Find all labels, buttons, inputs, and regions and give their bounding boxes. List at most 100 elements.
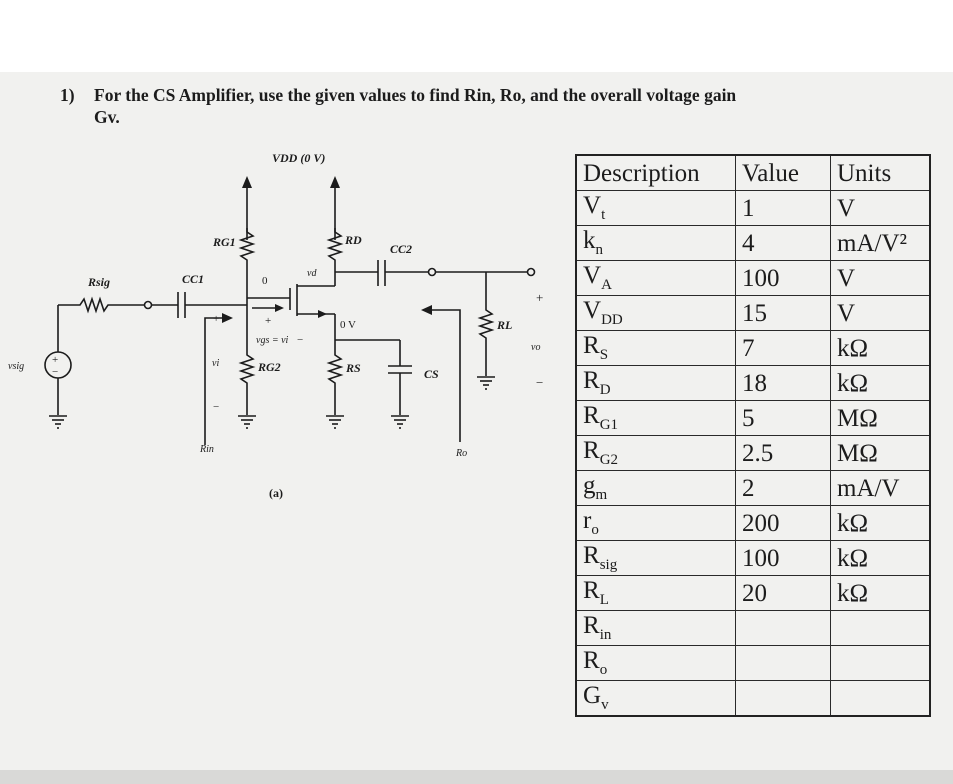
param-description: RD [575,365,736,401]
param-unit: kΩ [830,540,931,576]
param-value [735,610,831,646]
vdd-label: VDD (0 V) [272,151,325,165]
ro-arrow [421,305,461,442]
param-unit: V [830,295,931,331]
param-symbol: R [583,647,600,674]
param-subscript: o [599,662,608,678]
question-line-2: Gv. [94,107,120,127]
param-symbol: R [583,577,600,604]
vo-label: vo [531,342,540,353]
param-unit: V [830,190,931,226]
param-symbol: r [583,507,592,534]
rg1-resistor [238,228,256,298]
vsig-minus: − [52,366,58,378]
vo-plus: + [536,290,543,305]
vi-minus: − [213,401,219,413]
zero-label: 0 [262,275,268,287]
param-description: VA [575,260,736,296]
vsig-source [44,305,72,429]
figure-caption: (a) [269,486,283,500]
bottom-margin-band [0,770,953,784]
param-value: 1 [735,190,831,226]
rs-resistor [326,340,344,415]
param-symbol: R [583,437,600,464]
param-value [735,645,831,681]
ground-symbol-rg2 [238,415,256,429]
param-subscript: DD [601,312,623,328]
rd-label: RD [344,233,362,247]
param-unit [830,610,931,646]
vo-minus: − [536,375,543,390]
param-subscript: A [601,277,612,293]
param-unit: mA/V [830,470,931,506]
cc2-capacitor [335,260,536,286]
param-unit: kΩ [830,365,931,401]
param-subscript: D [599,382,611,398]
table-header-row: Description Value Units [575,154,931,191]
param-description: Rin [575,610,736,646]
cc2-label: CC2 [390,242,412,256]
param-subscript: S [599,347,609,363]
param-unit: kΩ [830,505,931,541]
param-unit: MΩ [830,435,931,471]
param-description: RS [575,330,736,366]
question-line-1: For the CS Amplifier, use the given valu… [94,85,737,105]
param-description: VDD [575,295,736,331]
param-description: RL [575,575,736,611]
rsig-resistor [58,296,144,314]
vgs-minus: − [297,334,303,346]
param-symbol: R [583,367,600,394]
cc1-label: CC1 [182,272,204,286]
param-value: 4 [735,225,831,261]
param-symbol: G [583,682,602,709]
header-description: Description [575,154,736,191]
rg2-resistor [238,298,256,415]
ov-label: 0 V [340,319,356,331]
ro-label: Ro [455,448,467,459]
ground-symbol-rs [326,415,344,429]
param-description: Rsig [575,540,736,576]
param-value: 5 [735,400,831,436]
vi-label: vi [212,358,219,369]
header-units: Units [830,154,931,191]
param-value: 2.5 [735,435,831,471]
param-symbol: R [583,332,600,359]
param-unit: mA/V² [830,225,931,261]
rs-label: RS [345,361,361,375]
rg2-label: RG2 [257,360,281,374]
param-description: kn [575,225,736,261]
param-subscript: L [599,592,609,608]
question-number: 1) [60,85,75,105]
param-symbol: V [583,262,602,289]
param-subscript: o [591,522,599,538]
param-value: 15 [735,295,831,331]
param-symbol: k [583,227,596,254]
param-subscript: G2 [599,452,619,468]
vgs-label: vgs = vi [256,335,289,346]
rin-label: Rin [199,444,214,455]
cs-amplifier-schematic: VDD (0 V) RG1 RG2 RD vd 0 V RS C [8,151,543,500]
param-description: RG2 [575,435,736,471]
param-unit [830,645,931,681]
param-subscript: G1 [599,417,619,433]
rd-resistor [326,228,344,286]
param-unit: kΩ [830,575,931,611]
vd-label: vd [307,268,317,279]
param-description: ro [575,505,736,541]
param-subscript: t [601,207,606,223]
param-symbol: R [583,542,600,569]
param-description: Ro [575,645,736,681]
param-value: 2 [735,470,831,506]
param-description: RG1 [575,400,736,436]
vsig-plus: + [52,354,58,366]
param-symbol: R [583,612,600,639]
